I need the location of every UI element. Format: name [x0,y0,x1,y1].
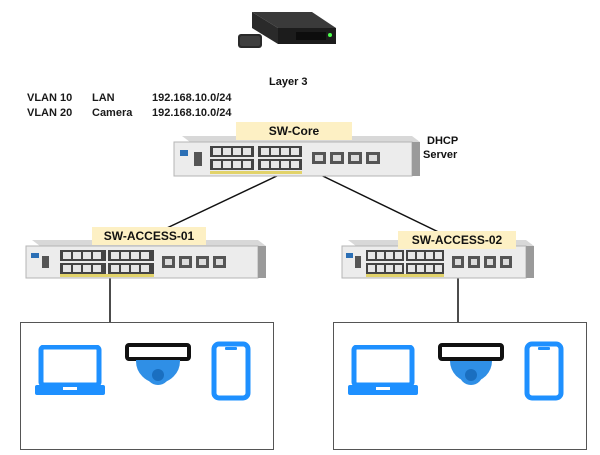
vlan-subnet: 192.168.10.0/24 [152,92,232,104]
vlan-subnet: 192.168.10.0/24 [152,107,232,119]
router-label: Layer 3 [269,76,308,88]
smartphone-icon [211,341,251,401]
camera-icon [438,343,504,385]
link-core-access01 [149,164,301,237]
access-switch-01-label: SW-ACCESS-01 [92,227,206,245]
device-group-1 [20,322,274,450]
laptop-icon [35,345,105,395]
dhcp-server-note: DHCP Server [423,134,458,162]
camera-icon [125,343,191,385]
vlan-name: Camera [92,107,133,119]
vlan-name: LAN [92,92,115,104]
server-line: Server [423,149,458,161]
vlan-id: VLAN 10 [27,92,73,104]
dhcp-line: DHCP [427,135,459,147]
link-core-access02 [299,164,456,241]
vlan-id: VLAN 20 [27,107,73,119]
router-icon [238,12,336,48]
core-switch-label: SW-Core [236,122,352,140]
smartphone-icon [524,341,564,401]
device-group-2 [333,322,587,450]
laptop-icon [348,345,418,395]
access-switch-02-label: SW-ACCESS-02 [398,231,516,249]
access-switch-01-icon [25,240,266,279]
